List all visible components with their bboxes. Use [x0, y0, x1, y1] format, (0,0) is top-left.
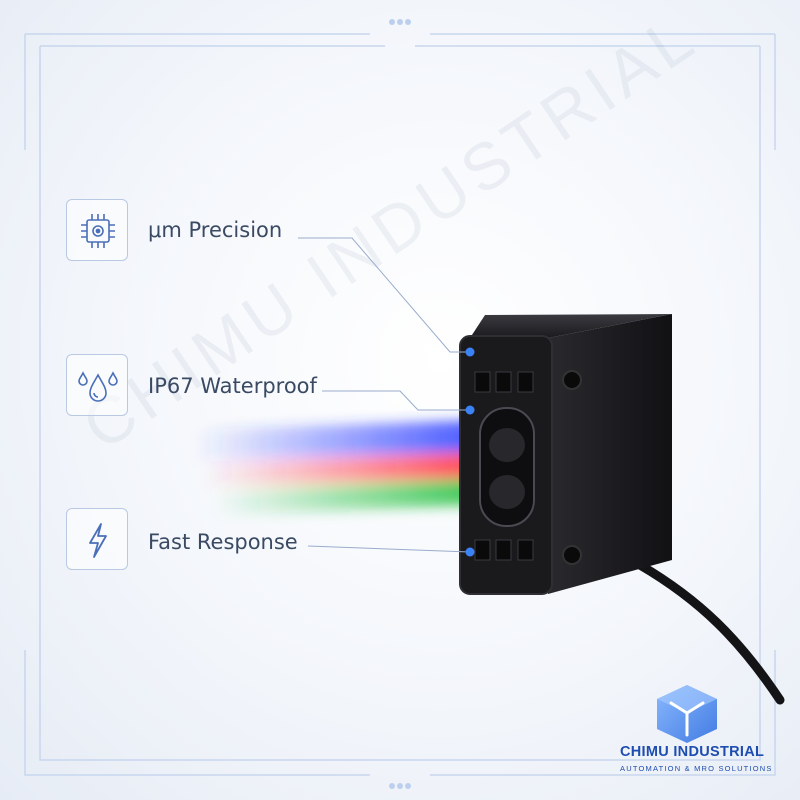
callout-dot	[465, 405, 475, 415]
blue-beam	[195, 420, 480, 462]
chip-icon	[81, 214, 115, 248]
callout-dot	[465, 547, 475, 557]
brand-tagline: AUTOMATION & MRO SOLUTIONS	[620, 764, 773, 773]
feature-response-tile	[66, 508, 128, 570]
callout-dot	[465, 347, 475, 357]
green-beam	[215, 478, 480, 515]
feature-label-precision: μm Precision	[148, 218, 283, 242]
sensor-cable	[635, 560, 785, 705]
feature-label-response: Fast Response	[148, 530, 298, 554]
feature-waterproof-tile	[66, 354, 128, 416]
feature-label-waterproof: IP67 Waterproof	[148, 374, 317, 398]
brand-name: CHIMU INDUSTRIAL	[620, 744, 765, 760]
feature-precision-tile	[66, 199, 128, 261]
water-drops-icon	[78, 371, 118, 402]
red-beam	[205, 452, 480, 488]
lightning-icon	[89, 523, 107, 558]
cube-logo-icon	[657, 685, 717, 743]
